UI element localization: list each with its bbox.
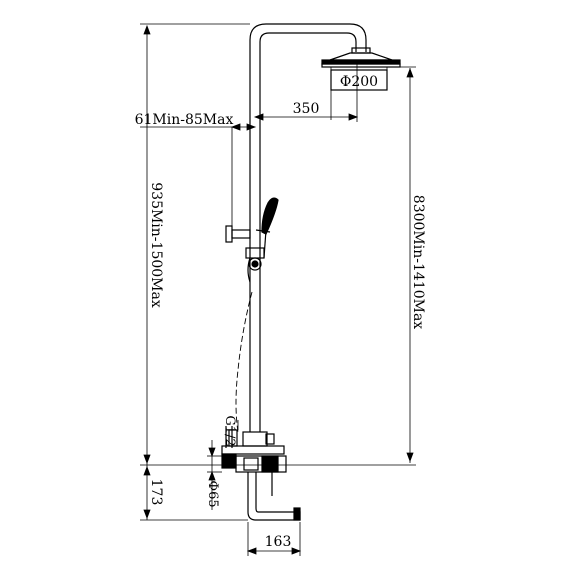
- spout-height-dimension: [140, 465, 248, 521]
- left-height-label: 935Min-1500Max: [148, 182, 164, 308]
- spout-length-label: 163: [265, 534, 292, 550]
- escutcheon-dimension: [207, 420, 239, 510]
- hand-shower: [225, 197, 279, 283]
- hose: [235, 291, 253, 433]
- bracket-range-label: 61Min-85Max: [135, 112, 234, 128]
- arm-length-label: 350: [293, 101, 320, 117]
- head-diameter-label: Φ200: [340, 74, 378, 90]
- bracket-range-dimension: [140, 123, 257, 230]
- escutcheon-label: Φ65: [205, 480, 220, 507]
- right-height-dimension: [392, 66, 416, 463]
- thread-label: G1/2: [222, 415, 237, 446]
- left-height-dimension: [140, 23, 250, 465]
- right-height-label: 8300Min-1410Max: [410, 195, 426, 329]
- shower-head: [321, 47, 401, 68]
- head-diameter-dimension: [330, 67, 388, 120]
- spout-length-dimension: [246, 522, 302, 556]
- spout-height-label: 173: [148, 479, 164, 506]
- mixer-valve: [221, 426, 287, 473]
- riser-pipe: [249, 40, 261, 432]
- gooseneck-arm: [249, 23, 367, 52]
- arm-length-dimension: [253, 60, 359, 122]
- tub-spout: [247, 472, 301, 521]
